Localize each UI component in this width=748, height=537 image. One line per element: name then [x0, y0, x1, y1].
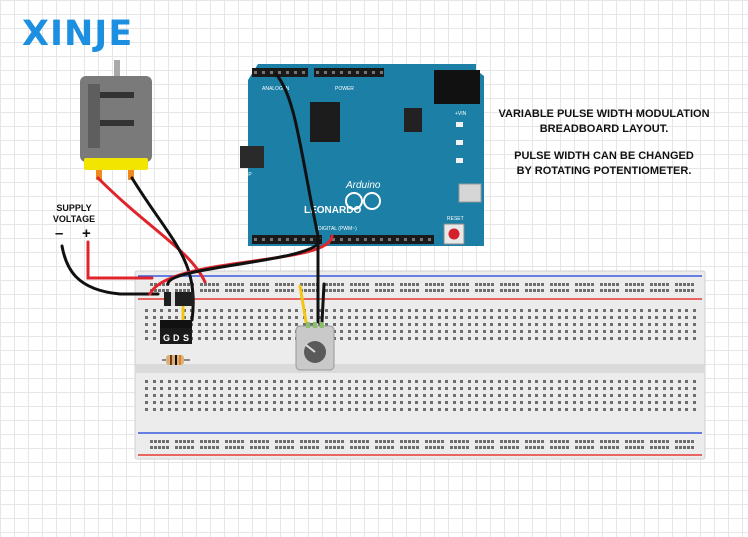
motor-vent-slot	[100, 92, 134, 98]
arduino-pcb	[248, 64, 484, 246]
description-line: PULSE WIDTH CAN BE CHANGED	[514, 150, 694, 162]
potentiometer	[295, 322, 335, 371]
wire-arduino-to-pot	[274, 72, 320, 324]
motor-terminal-right	[128, 170, 134, 180]
icsp-header	[240, 146, 264, 168]
microcontroller-chip	[310, 102, 340, 142]
mosfet-pin-d-label: D	[173, 333, 180, 343]
dc-motor	[80, 60, 152, 180]
arduino-logo-left-ring	[345, 192, 363, 210]
motor-end-cap	[84, 158, 148, 170]
supply-label-line: SUPPLY	[56, 203, 92, 213]
motor-body-shade	[88, 84, 100, 148]
led-tx	[456, 140, 463, 145]
reset-button-cap	[448, 228, 460, 240]
breadboard	[134, 270, 706, 460]
supply-minus-sign: –	[55, 225, 64, 242]
voltage-regulator	[404, 108, 422, 132]
diode-band	[171, 292, 175, 306]
resistor-band	[170, 355, 172, 365]
usb-connector	[458, 183, 482, 203]
board-name-text: LEONARDO	[304, 205, 361, 216]
mosfet-pin-s-label: S	[183, 333, 189, 343]
reset-label: RESET	[447, 216, 464, 222]
arduino-leonardo-board: LEONARDO Arduino RESET POWER ANALOG IN D…	[240, 64, 484, 246]
led-l	[456, 122, 463, 127]
resistor-band	[175, 355, 177, 365]
xinje-logo: XINJE	[22, 14, 134, 54]
motor-vent-slot	[100, 120, 134, 126]
header-pins	[254, 71, 431, 241]
mosfet-transistor: G D S	[160, 320, 192, 344]
dc-power-jack	[434, 70, 480, 104]
wire-supply-minus	[60, 244, 160, 296]
potentiometer-knob-indicator	[305, 344, 316, 353]
mosfet-body	[160, 328, 192, 344]
power-label: POWER	[335, 86, 354, 92]
diode-body	[164, 292, 194, 306]
led-rx	[456, 158, 463, 163]
mosfet-tab	[160, 320, 192, 328]
wire-pot-signal	[298, 284, 308, 324]
vin-label: +VIN	[455, 111, 467, 117]
wire-motor-to-supply-plus	[96, 176, 207, 284]
supply-label-line: VOLTAGE	[52, 214, 96, 224]
wire-pot-ground	[320, 282, 326, 324]
motor-shaft	[114, 60, 120, 80]
description-title: VARIABLE PULSE WIDTH MODULATION BREADBOA…	[486, 107, 722, 137]
motor-terminal-left	[96, 170, 102, 180]
wire-supply-plus	[86, 240, 154, 280]
potentiometer-pin	[306, 322, 310, 328]
flyback-diode	[164, 292, 194, 306]
arduino-logo-right-ring	[363, 192, 381, 210]
digital-label: DIGITAL (PWM~)	[318, 226, 357, 232]
wire-arduino-ground	[166, 238, 322, 286]
brand-text: Arduino	[345, 180, 381, 191]
potentiometer-pin	[320, 322, 324, 328]
supply-plus-sign: +	[82, 225, 91, 242]
icsp-label: ICSP	[240, 172, 252, 178]
description-line: BY ROTATING POTENTIOMETER.	[516, 165, 692, 177]
supply-voltage-label: SUPPLY VOLTAGE	[38, 203, 110, 225]
description-line: BREADBOARD LAYOUT.	[539, 123, 669, 135]
resistor-band	[179, 355, 181, 365]
analog-label: ANALOG IN	[262, 86, 290, 92]
breadboard-center-channel	[135, 364, 705, 373]
description-line: VARIABLE PULSE WIDTH MODULATION	[498, 108, 710, 120]
mosfet-pin-g-label: G	[163, 333, 170, 343]
resistor	[162, 355, 190, 365]
description-body: PULSE WIDTH CAN BE CHANGED BY ROTATING P…	[486, 149, 722, 179]
potentiometer-pin	[313, 322, 317, 328]
